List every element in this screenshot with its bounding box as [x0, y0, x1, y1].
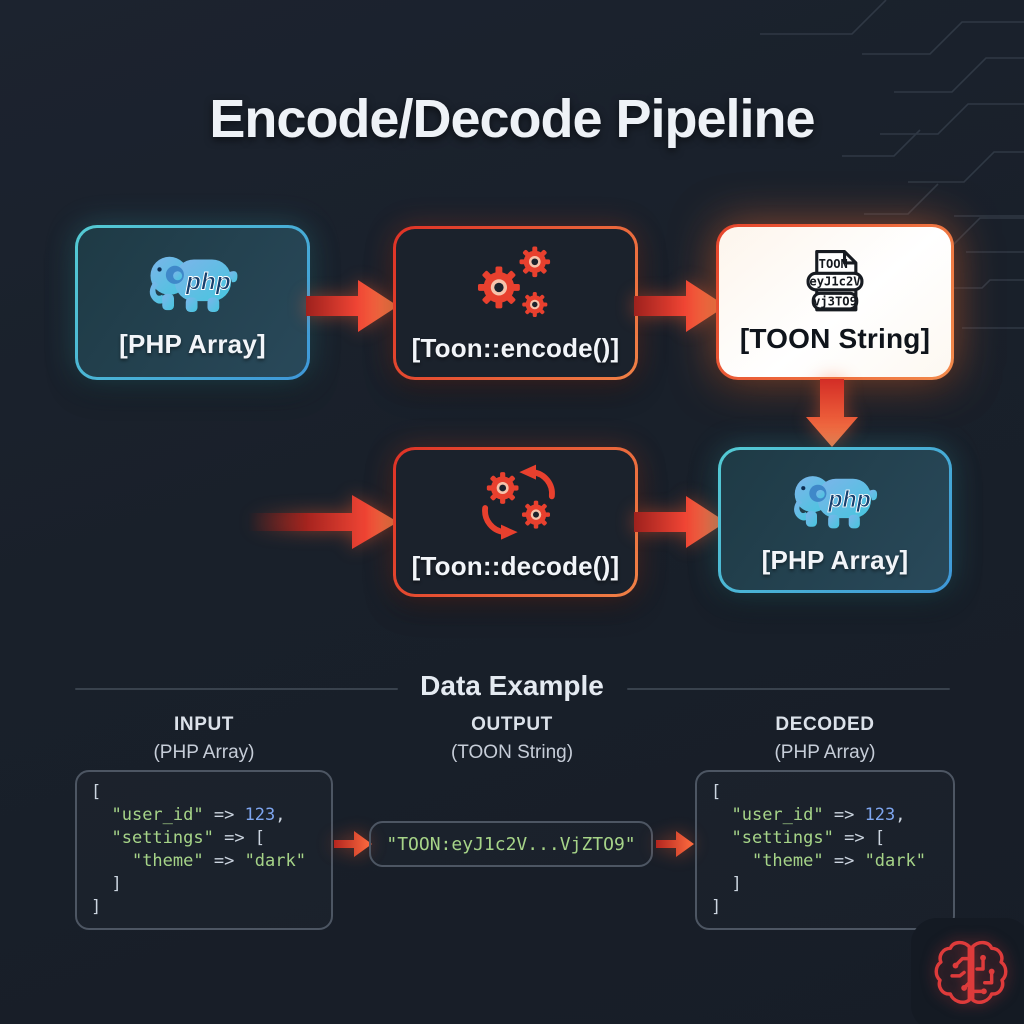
column-title: OUTPUT — [471, 714, 553, 735]
column-header-decoded: DECODED (PHP Array) — [695, 714, 955, 764]
code-block-input: [ "user_id" => 123, "settings" => [ "the… — [75, 770, 333, 930]
node-toon-decode: [Toon::decode()] — [393, 447, 638, 597]
page-title: Encode/Decode Pipeline — [209, 89, 815, 149]
arrow-right-icon — [306, 280, 398, 332]
node-php-array-output: php [PHP Array] — [718, 447, 952, 593]
arrow-right-icon — [634, 280, 726, 332]
encode-gears-icon — [477, 246, 550, 317]
column-header-input: INPUT (PHP Array) — [75, 714, 333, 764]
section-heading-data-example: Data Example — [420, 670, 604, 701]
node-label-toon-string: [TOON String] — [739, 323, 931, 354]
php-code-decoded: [ "user_id" => 123, "settings" => [ "the… — [711, 782, 926, 917]
toon-output-string: "TOON:eyJ1c2V...VjZTO9" — [386, 833, 636, 855]
php-logo-text: php — [827, 486, 870, 512]
node-label-toon-encode: [Toon::encode()] — [411, 332, 620, 363]
column-header-output: OUTPUT (TOON String) — [369, 714, 655, 764]
toon-file-line1: TOON — [819, 257, 848, 271]
php-elephant-icon: php — [794, 475, 878, 528]
divider-left — [75, 688, 398, 690]
php-logo-text: php — [185, 268, 231, 295]
php-elephant-icon: php — [149, 256, 237, 312]
column-subtitle: (PHP Array) — [153, 742, 255, 763]
node-label-php-array-input: [PHP Array] — [119, 329, 266, 359]
code-block-decoded: [ "user_id" => 123, "settings" => [ "the… — [695, 770, 955, 930]
column-subtitle: (PHP Array) — [774, 742, 876, 763]
node-php-array-input: php [PHP Array] — [75, 225, 310, 380]
node-label-toon-decode: [Toon::decode()] — [411, 550, 620, 581]
node-toon-encode: [Toon::encode()] — [393, 226, 638, 380]
arrow-right-icon — [634, 496, 726, 548]
decode-gears-sync-icon — [481, 464, 555, 540]
arrow-right-fade-icon — [248, 495, 398, 549]
toon-file-icon: TOON eyJ1c2V vj3TO9 — [806, 250, 864, 312]
node-toon-string: TOON eyJ1c2V vj3TO9 [TOON String] — [716, 224, 954, 380]
circuit-traces-right-mid — [952, 215, 1024, 329]
column-subtitle: (TOON String) — [450, 742, 574, 763]
node-label-php-array-output: [PHP Array] — [761, 544, 909, 575]
brain-circuit-icon — [934, 940, 1008, 1004]
small-arrow-right-icon — [656, 831, 694, 857]
column-title: DECODED — [775, 714, 875, 735]
column-title: INPUT — [174, 714, 234, 735]
brand-badge — [911, 918, 1024, 1024]
toon-file-line3: vj3TO9 — [813, 294, 857, 308]
arrow-down-icon — [806, 379, 858, 447]
divider-right — [627, 688, 950, 690]
code-block-output: "TOON:eyJ1c2V...VjZTO9" — [369, 821, 653, 867]
small-arrow-right-icon — [334, 831, 372, 857]
php-code-input: [ "user_id" => 123, "settings" => [ "the… — [91, 782, 306, 917]
toon-file-line2: eyJ1c2V — [809, 274, 860, 288]
